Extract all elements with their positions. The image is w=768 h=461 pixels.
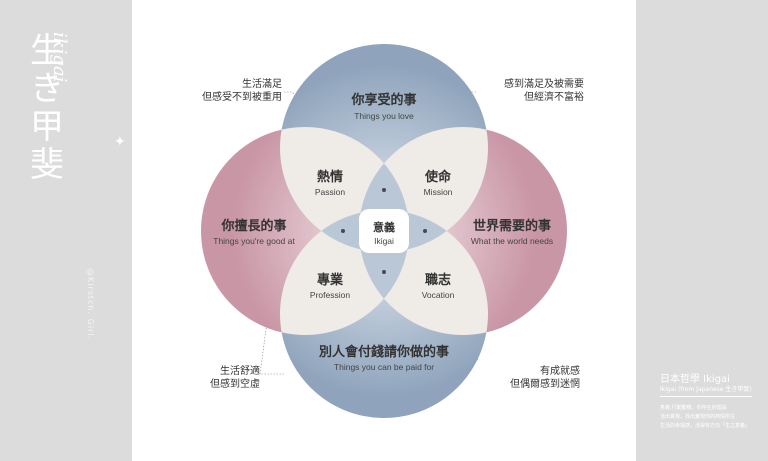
ikigai-center bbox=[359, 209, 409, 253]
dot-bottom bbox=[382, 270, 386, 274]
note-top-right: 感到滿足及被需要 但經濟不富裕 bbox=[478, 78, 584, 104]
label-paid-en: Things you can be paid for bbox=[334, 362, 434, 372]
dot-right bbox=[423, 229, 427, 233]
label-vocation-zh: 職志 bbox=[425, 272, 451, 288]
note-line: 但經濟不富裕 bbox=[524, 92, 584, 103]
label-paid-zh: 別人會付錢請你做的事 bbox=[318, 344, 449, 360]
note-line: 感到滿足及被需要 bbox=[504, 79, 584, 90]
left-panel: 生き甲斐 ikigai ✦ @Kirstch. Girl. bbox=[0, 0, 132, 461]
philosophy-title: 日本哲學 Ikigai bbox=[660, 374, 730, 385]
dot-top bbox=[382, 188, 386, 192]
note-line: 有成就感 bbox=[540, 366, 580, 377]
label-passion-zh: 熱情 bbox=[317, 169, 343, 185]
note-bottom-right: 有成就感 但偶爾感到迷惘 bbox=[480, 365, 580, 391]
note-top-left: 生活滿足 但感受不到被重用 bbox=[196, 78, 282, 104]
brand-title: 生き甲斐 bbox=[30, 31, 66, 185]
dot-left bbox=[341, 229, 345, 233]
note-line: 但感受不到被重用 bbox=[202, 92, 282, 103]
label-mission-zh: 使命 bbox=[424, 169, 452, 185]
label-love-en: Things you love bbox=[354, 111, 414, 121]
label-profession-zh: 專業 bbox=[317, 272, 344, 288]
philosophy-subtitle: Ikigai (from Japanese 生き甲斐) bbox=[660, 386, 752, 393]
note-line: 生活舒適 bbox=[220, 366, 260, 377]
label-ikigai-en: Ikigai bbox=[374, 236, 394, 246]
label-mission-en: Mission bbox=[424, 187, 453, 197]
author-credit: @Kirstch. Girl. bbox=[86, 268, 95, 341]
right-panel: 日本哲學 Ikigai Ikigai (from Japanese 生き甲斐) … bbox=[636, 0, 768, 461]
label-ikigai-zh: 意義 bbox=[373, 220, 395, 234]
note-line: 但感到空虛 bbox=[210, 379, 260, 390]
note-bottom-left: 生活舒適 但感到空虛 bbox=[196, 365, 260, 391]
label-world-needs-en: What the world needs bbox=[471, 236, 553, 246]
label-passion-en: Passion bbox=[315, 187, 346, 197]
label-good-at-en: Things you're good at bbox=[213, 236, 295, 246]
label-good-at-zh: 你擅長的事 bbox=[220, 218, 286, 234]
label-love-zh: 你享受的事 bbox=[350, 92, 416, 108]
divider bbox=[660, 396, 752, 397]
label-vocation-en: Vocation bbox=[422, 290, 455, 300]
philosophy-note: 活出真我，找出實現你的熱情所在 bbox=[660, 414, 736, 420]
sparkle-icon: ✦ bbox=[114, 134, 126, 150]
label-profession-en: Profession bbox=[310, 290, 350, 300]
note-line: 生活滿足 bbox=[242, 79, 282, 90]
philosophy-note: 生活的幸福感，活得有方向「生之意義」 bbox=[660, 423, 751, 429]
philosophy-note: 意義,行動動機，你存在的理由 bbox=[660, 405, 727, 411]
note-line: 但偶爾感到迷惘 bbox=[510, 379, 580, 390]
label-world-needs-zh: 世界需要的事 bbox=[473, 218, 551, 234]
